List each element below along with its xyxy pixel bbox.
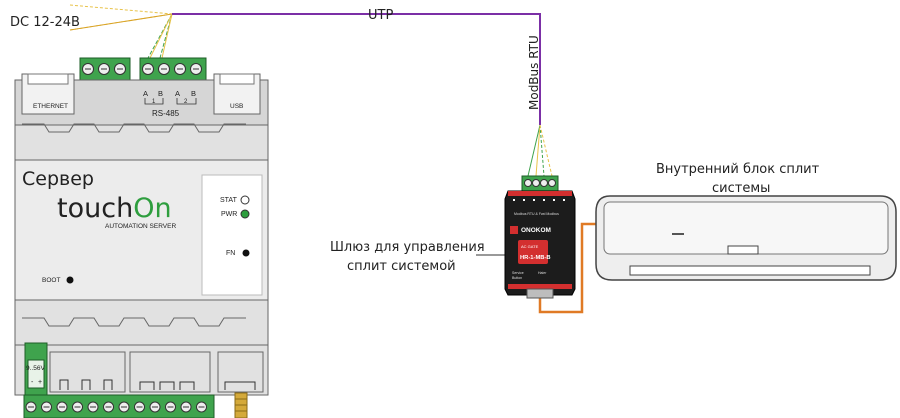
server-subtitle: AUTOMATION SERVER [105,223,176,230]
stat-led [240,195,250,205]
gateway-caption-line1: Шлюз для управления [330,240,485,255]
usb-label: USB [230,103,243,110]
gateway-service-sub: Button [512,276,522,280]
indoor-display [727,245,759,255]
supply-voltage: 9..56V [26,365,45,372]
indoor-outlet-flap [629,265,871,276]
fn-label: FN [226,250,235,257]
gateway-caption-line2: сплит системой [347,259,456,274]
utp-label: UTP [368,8,393,23]
indoor-caption-line2: системы [712,181,770,196]
upper-vent [22,123,246,133]
gateway-wires [527,124,553,177]
ethernet-label: ETHERNET [33,103,68,110]
rs485-wires [147,13,173,59]
gateway-model-badge [518,240,548,264]
gateway-service-label: Service [512,271,524,275]
stat-label: STAT [220,197,238,204]
rs485-group1: 1 [152,99,156,105]
boot-button [66,276,74,284]
gateway-badge-top: AC GATE [521,244,539,249]
rs485-group2: 2 [184,99,188,105]
pwr-label: PWR [221,211,237,218]
fn-button [242,249,250,257]
top-terminal-block-rs485 [139,57,207,81]
indoor-caption-line1: Внутренний блок сплит [656,162,820,177]
pwr-led [240,209,250,219]
power-label: DC 12-24В [10,15,80,30]
lower-vent [15,317,268,393]
bottom-terminal-screws [25,401,207,413]
supply-plus: + [38,379,42,386]
onokom-gateway: Modbus RTU & Fwd Modbus ONOKOM AC GATE H… [504,175,576,299]
rs485-a2: A [175,89,180,98]
gateway-brand: ONOKOM [521,227,551,234]
server-brand: touchOn [57,193,172,224]
relay-symbols [59,379,256,390]
touchon-server: ETHERNET USB A B A B 1 2 RS-485 Сервер t… [14,57,269,418]
supply-minus: - [31,379,34,386]
boot-label: BOOT [42,277,60,284]
server-title: Сервер [22,168,94,190]
rs485-a1: A [143,89,148,98]
top-terminal-block-power [79,57,131,81]
rs485-b1: B [158,89,163,98]
antenna-connector [234,392,248,418]
gateway-model: HR-1-MB-B [520,255,551,261]
gateway-bottom-connector [526,288,554,299]
modbus-label: ModBus RTU [527,35,541,110]
gateway-haier-label: Haier [538,271,547,275]
gateway-header: Modbus RTU & Fwd Modbus [514,212,559,216]
rs485-label: RS-485 [152,109,180,118]
indoor-unit [595,195,897,281]
rs485-b2: B [191,89,196,98]
indicator-panel [201,174,263,296]
power-wires [69,4,173,31]
utp-cable [172,13,541,125]
